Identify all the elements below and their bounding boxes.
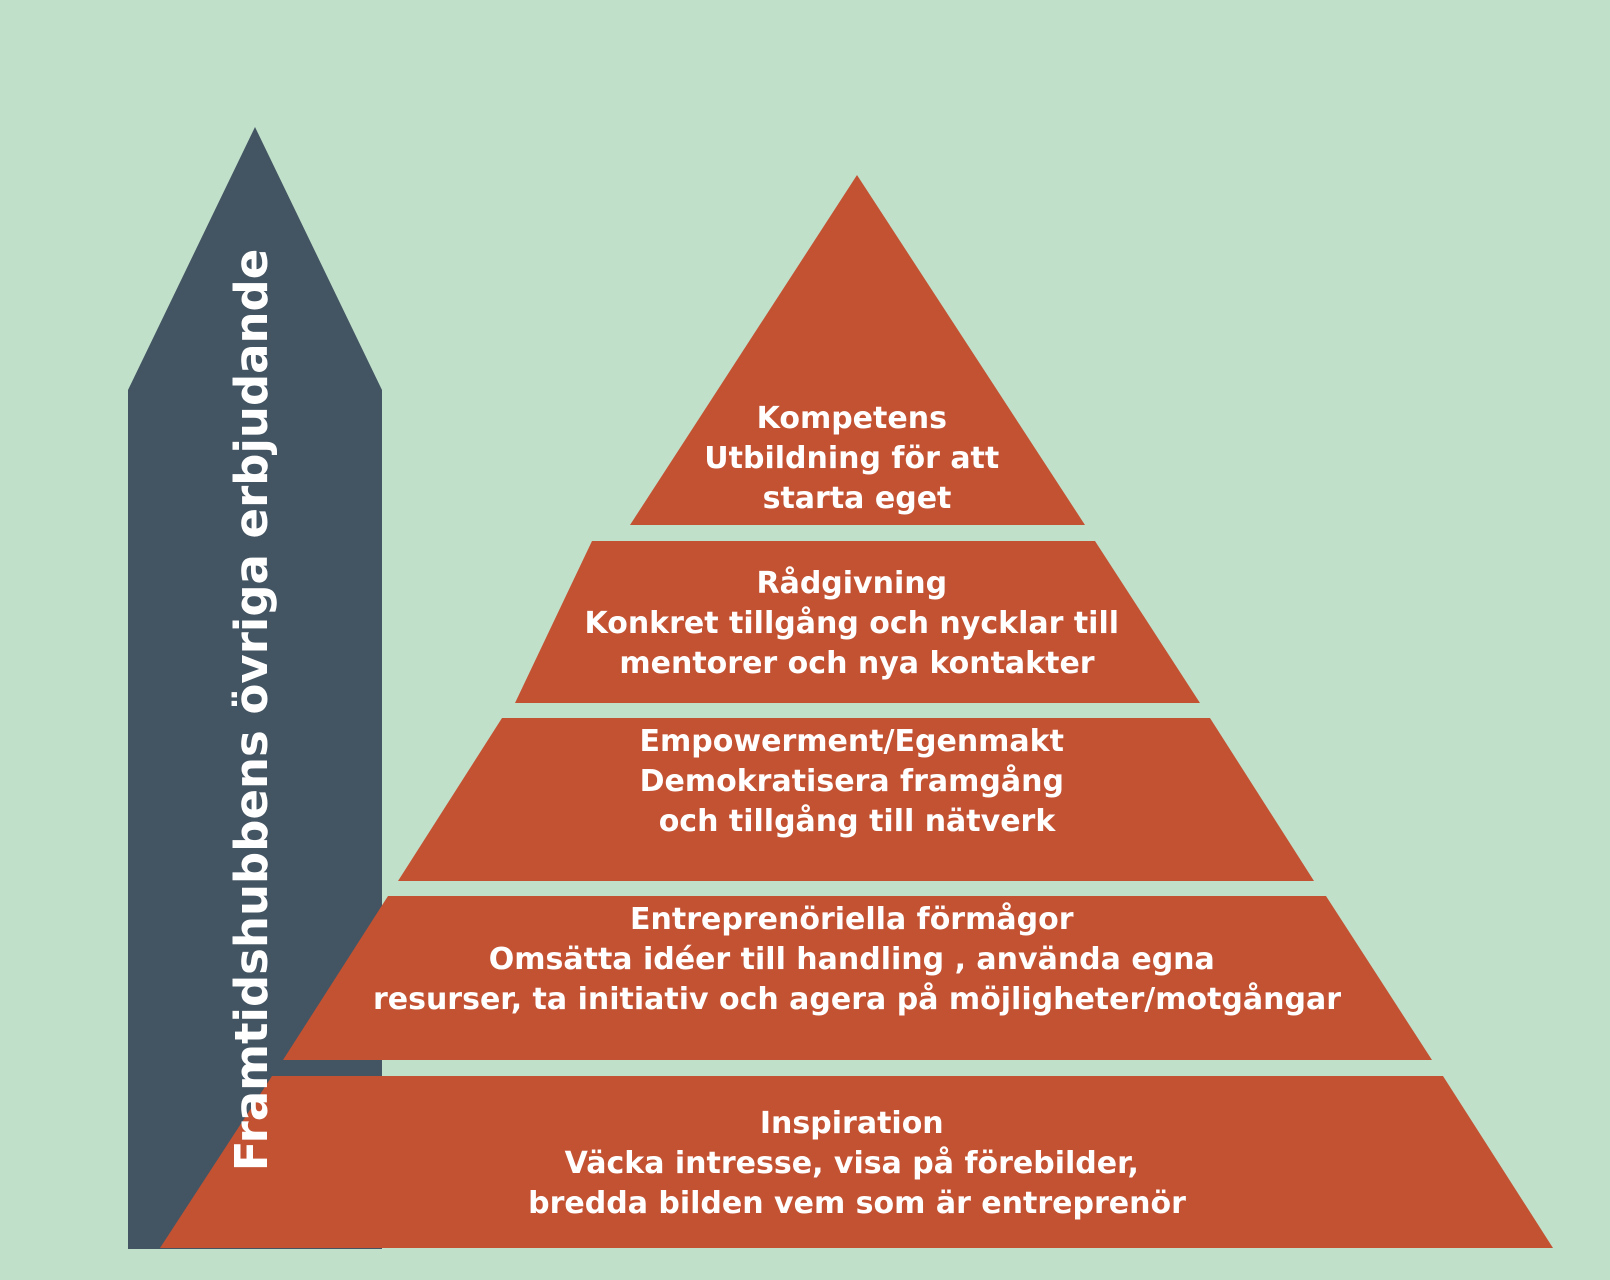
tier-line: Utbildning för att — [704, 441, 999, 476]
tier-line: mentorer och nya kontakter — [619, 646, 1094, 681]
tier-line: Omsätta idéer till handling , använda eg… — [489, 942, 1215, 977]
tier-text-empowerment: Empowerment/Egenmakt Demokratisera framg… — [640, 724, 1075, 839]
pyramid-tier-kompetens — [630, 175, 1085, 525]
tier-line: och tillgång till nätverk — [659, 803, 1057, 839]
tier-line: Empowerment/Egenmakt — [640, 724, 1064, 759]
pyramid-tier-empowerment — [398, 718, 1314, 881]
tier-text-kompetens: Kompetens Utbildning för att starta eget — [704, 401, 1009, 516]
pyramid-tier-inspiration — [160, 1076, 1553, 1248]
tier-line: Inspiration — [760, 1106, 944, 1141]
tier-line: Entreprenöriella förmågor — [630, 901, 1074, 937]
tier-line: Demokratisera framgång — [640, 763, 1064, 799]
tier-line: Konkret tillgång och nycklar till — [584, 605, 1119, 641]
tier-line: Rådgivning — [756, 565, 947, 601]
tier-text-inspiration: Inspiration Väcka intresse, visa på före… — [528, 1106, 1186, 1221]
tier-line: bredda bilden vem som är entreprenör — [528, 1186, 1186, 1221]
tier-line: starta eget — [763, 481, 952, 516]
tier-text-entreprenoriella: Entreprenöriella förmågor Omsätta idéer … — [373, 901, 1341, 1017]
vertical-arrow — [128, 127, 382, 1249]
pyramid-tier-entreprenoriella — [283, 896, 1432, 1060]
pyramid-tier-radgivning — [515, 541, 1200, 703]
tier-text-radgivning: Rådgivning Konkret tillgång och nycklar … — [584, 565, 1129, 681]
tier-line: Väcka intresse, visa på förebilder, — [565, 1145, 1139, 1181]
tier-line: Kompetens — [757, 401, 947, 436]
tier-line: resurser, ta initiativ och agera på möjl… — [373, 981, 1341, 1017]
arrow-label: Framtidshubbens övriga erbjudande — [225, 249, 278, 1172]
